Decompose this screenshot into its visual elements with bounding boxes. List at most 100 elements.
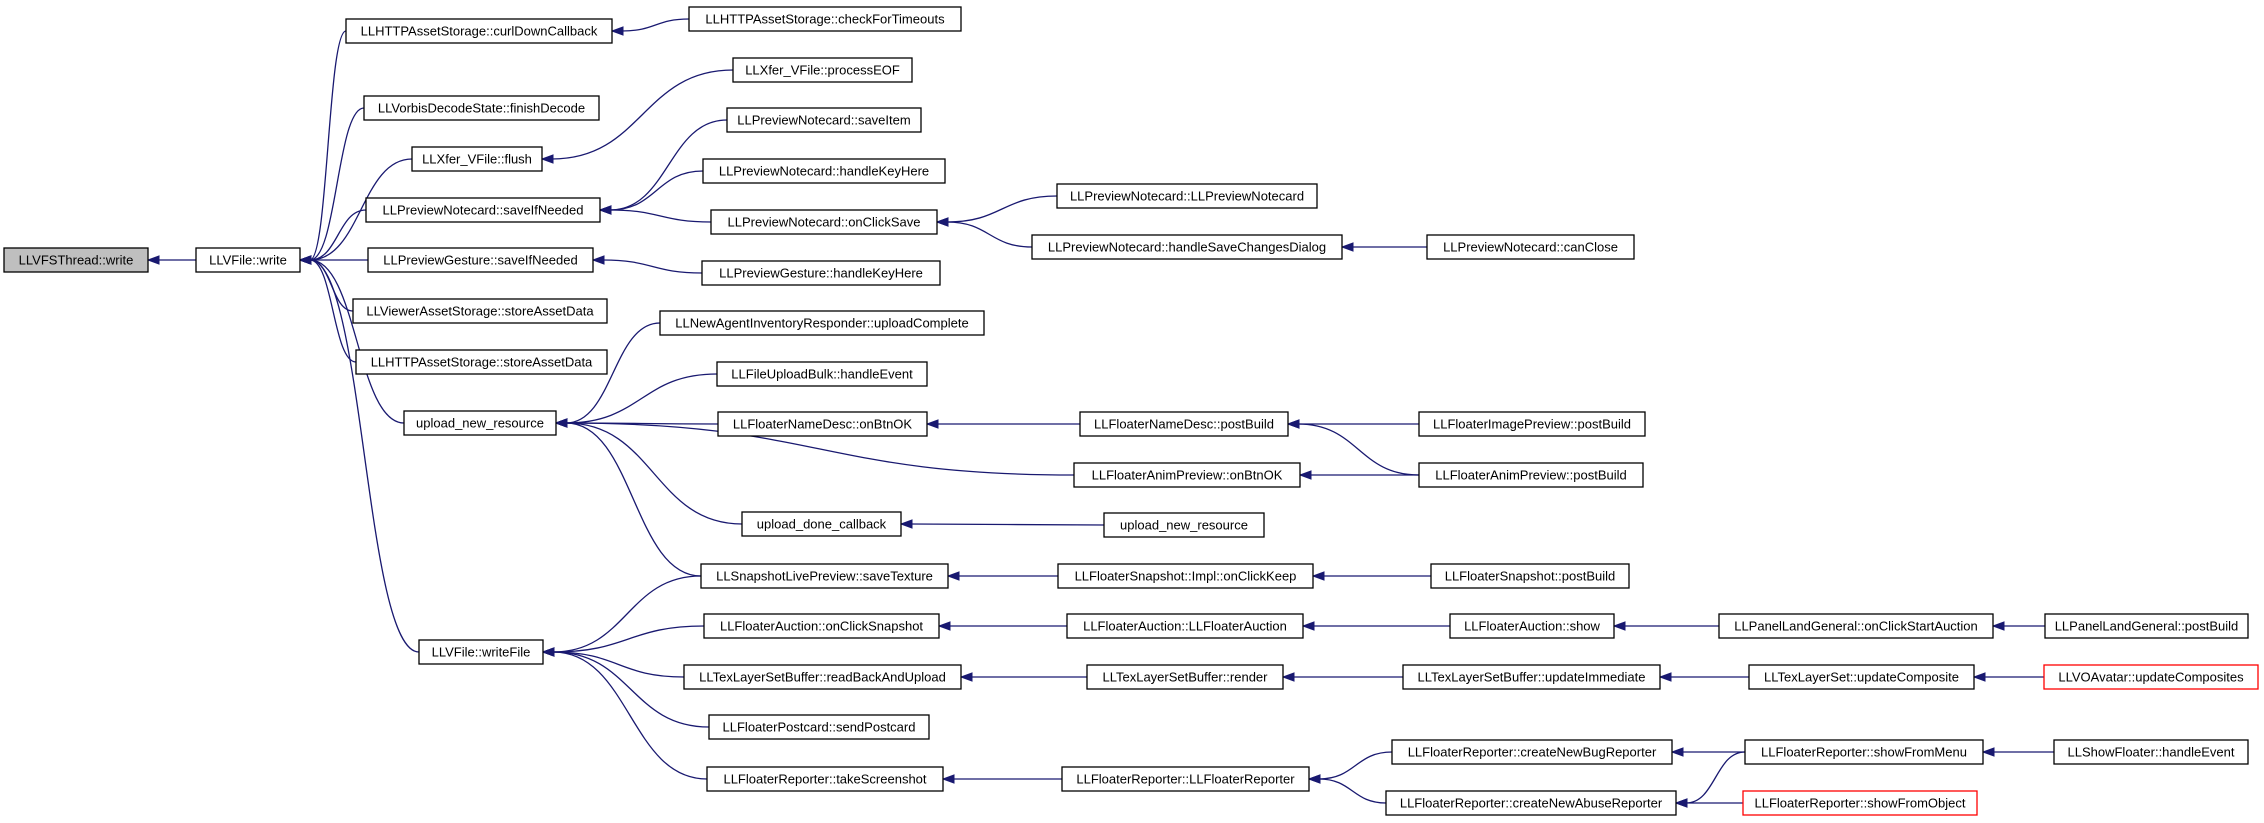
graph-node[interactable]: LLFloaterAuction::show <box>1449 613 1615 639</box>
node-box[interactable] <box>1066 613 1304 639</box>
graph-node[interactable]: LLHTTPAssetStorage::checkForTimeouts <box>688 6 962 32</box>
node-box[interactable] <box>659 310 985 336</box>
node-box[interactable] <box>1031 234 1343 260</box>
graph-node[interactable]: LLVFile::write <box>195 247 301 273</box>
graph-node[interactable]: LLPanelLandGeneral::onClickStartAuction <box>1718 613 1994 639</box>
node-box[interactable] <box>1385 790 1677 816</box>
graph-node[interactable]: LLFloaterNameDesc::onBtnOK <box>717 411 928 437</box>
node-box[interactable] <box>741 511 902 537</box>
node-box[interactable] <box>732 57 913 83</box>
graph-node[interactable]: upload_new_resource <box>403 410 557 436</box>
node-box[interactable] <box>1418 462 1644 488</box>
graph-node[interactable]: LLTexLayerSetBuffer::render <box>1086 664 1284 690</box>
graph-node[interactable]: LLSnapshotLivePreview::saveTexture <box>700 563 949 589</box>
graph-node[interactable]: LLPreviewNotecard::saveItem <box>726 107 922 133</box>
node-box[interactable] <box>418 639 544 665</box>
graph-node[interactable]: LLPreviewNotecard::LLPreviewNotecard <box>1056 183 1318 209</box>
node-box[interactable] <box>1056 183 1318 209</box>
graph-node[interactable]: LLHTTPAssetStorage::storeAssetData <box>355 349 608 375</box>
graph-node[interactable]: LLPreviewNotecard::handleSaveChangesDial… <box>1031 234 1343 260</box>
graph-node[interactable]: LLVOAvatar::updateComposites <box>2043 664 2259 690</box>
node-box[interactable] <box>363 95 600 121</box>
node-box[interactable] <box>1748 664 1975 690</box>
node-box[interactable] <box>403 410 557 436</box>
node-box[interactable] <box>702 158 946 184</box>
node-box[interactable] <box>717 411 928 437</box>
graph-node[interactable]: LLFloaterReporter::showFromObject <box>1742 790 1978 816</box>
node-box[interactable] <box>365 197 601 223</box>
graph-node[interactable]: LLPreviewGesture::handleKeyHere <box>701 260 941 286</box>
node-box[interactable] <box>1057 563 1314 589</box>
graph-node[interactable]: LLFloaterReporter::LLFloaterReporter <box>1061 766 1310 792</box>
graph-node[interactable]: LLPanelLandGeneral::postBuild <box>2044 613 2249 639</box>
node-box[interactable] <box>2053 739 2249 765</box>
node-box[interactable] <box>683 664 962 690</box>
node-box[interactable] <box>411 146 543 172</box>
node-box[interactable] <box>1430 563 1630 589</box>
node-box[interactable] <box>708 714 930 740</box>
truncated-node-box[interactable] <box>1742 790 1978 816</box>
graph-node[interactable]: LLFloaterSnapshot::Impl::onClickKeep <box>1057 563 1314 589</box>
graph-node[interactable]: LLPreviewNotecard::saveIfNeeded <box>365 197 601 223</box>
graph-node[interactable]: LLPreviewNotecard::onClickSave <box>710 209 938 235</box>
graph-node[interactable]: LLVorbisDecodeState::finishDecode <box>363 95 600 121</box>
node-box[interactable] <box>1079 411 1289 437</box>
node-box[interactable] <box>195 247 301 273</box>
node-box[interactable] <box>1426 234 1635 260</box>
graph-node[interactable]: LLVFile::writeFile <box>418 639 544 665</box>
graph-node[interactable]: LLNewAgentInventoryResponder::uploadComp… <box>659 310 985 336</box>
node-box[interactable] <box>710 209 938 235</box>
node-box[interactable] <box>1418 411 1646 437</box>
node-box[interactable] <box>345 18 613 44</box>
graph-node[interactable]: LLVFSThread::write <box>3 247 149 273</box>
node-box[interactable] <box>1073 462 1301 488</box>
node-box[interactable] <box>1103 512 1265 538</box>
graph-node[interactable]: upload_new_resource <box>1103 512 1265 538</box>
node-box[interactable] <box>367 247 594 273</box>
graph-node[interactable]: LLFloaterAnimPreview::onBtnOK <box>1073 462 1301 488</box>
graph-node[interactable]: LLFloaterReporter::createNewAbuseReporte… <box>1385 790 1677 816</box>
node-box[interactable] <box>1391 739 1673 765</box>
graph-node[interactable]: LLViewerAssetStorage::storeAssetData <box>352 298 608 324</box>
node-box[interactable] <box>1086 664 1284 690</box>
graph-node[interactable]: upload_done_callback <box>741 511 902 537</box>
node-box[interactable] <box>688 6 962 32</box>
graph-node[interactable]: LLTexLayerSetBuffer::readBackAndUpload <box>683 664 962 690</box>
node-box[interactable] <box>1744 739 1984 765</box>
graph-node[interactable]: LLFloaterReporter::showFromMenu <box>1744 739 1984 765</box>
graph-node[interactable]: LLXfer_VFile::flush <box>411 146 543 172</box>
graph-node[interactable]: LLPreviewNotecard::handleKeyHere <box>702 158 946 184</box>
node-box[interactable] <box>700 563 949 589</box>
node-box[interactable] <box>1061 766 1310 792</box>
graph-node[interactable]: LLFloaterReporter::createNewBugReporter <box>1391 739 1673 765</box>
graph-node[interactable]: LLXfer_VFile::processEOF <box>732 57 913 83</box>
graph-node[interactable]: LLFloaterPostcard::sendPostcard <box>708 714 930 740</box>
graph-node[interactable]: LLPreviewGesture::saveIfNeeded <box>367 247 594 273</box>
node-box[interactable] <box>703 613 940 639</box>
node-box[interactable] <box>706 766 944 792</box>
graph-node[interactable]: LLFloaterReporter::takeScreenshot <box>706 766 944 792</box>
node-box[interactable] <box>2044 613 2249 639</box>
graph-node[interactable]: LLFloaterImagePreview::postBuild <box>1418 411 1646 437</box>
node-box[interactable] <box>726 107 922 133</box>
node-box[interactable] <box>352 298 608 324</box>
node-box[interactable] <box>701 260 941 286</box>
node-box[interactable] <box>1718 613 1994 639</box>
truncated-node-box[interactable] <box>2043 664 2259 690</box>
graph-node[interactable]: LLShowFloater::handleEvent <box>2053 739 2249 765</box>
node-box[interactable] <box>716 361 928 387</box>
node-box[interactable] <box>1402 664 1661 690</box>
graph-node[interactable]: LLHTTPAssetStorage::curlDownCallback <box>345 18 613 44</box>
graph-node[interactable]: LLTexLayerSetBuffer::updateImmediate <box>1402 664 1661 690</box>
graph-node[interactable]: LLFloaterAnimPreview::postBuild <box>1418 462 1644 488</box>
graph-node[interactable]: LLTexLayerSet::updateComposite <box>1748 664 1975 690</box>
graph-node[interactable]: LLPreviewNotecard::canClose <box>1426 234 1635 260</box>
graph-node[interactable]: LLFloaterNameDesc::postBuild <box>1079 411 1289 437</box>
graph-node[interactable]: LLFloaterAuction::LLFloaterAuction <box>1066 613 1304 639</box>
graph-node[interactable]: LLFileUploadBulk::handleEvent <box>716 361 928 387</box>
root-node-box[interactable] <box>3 247 149 273</box>
graph-node[interactable]: LLFloaterSnapshot::postBuild <box>1430 563 1630 589</box>
graph-node[interactable]: LLFloaterAuction::onClickSnapshot <box>703 613 940 639</box>
node-box[interactable] <box>1449 613 1615 639</box>
node-box[interactable] <box>355 349 608 375</box>
